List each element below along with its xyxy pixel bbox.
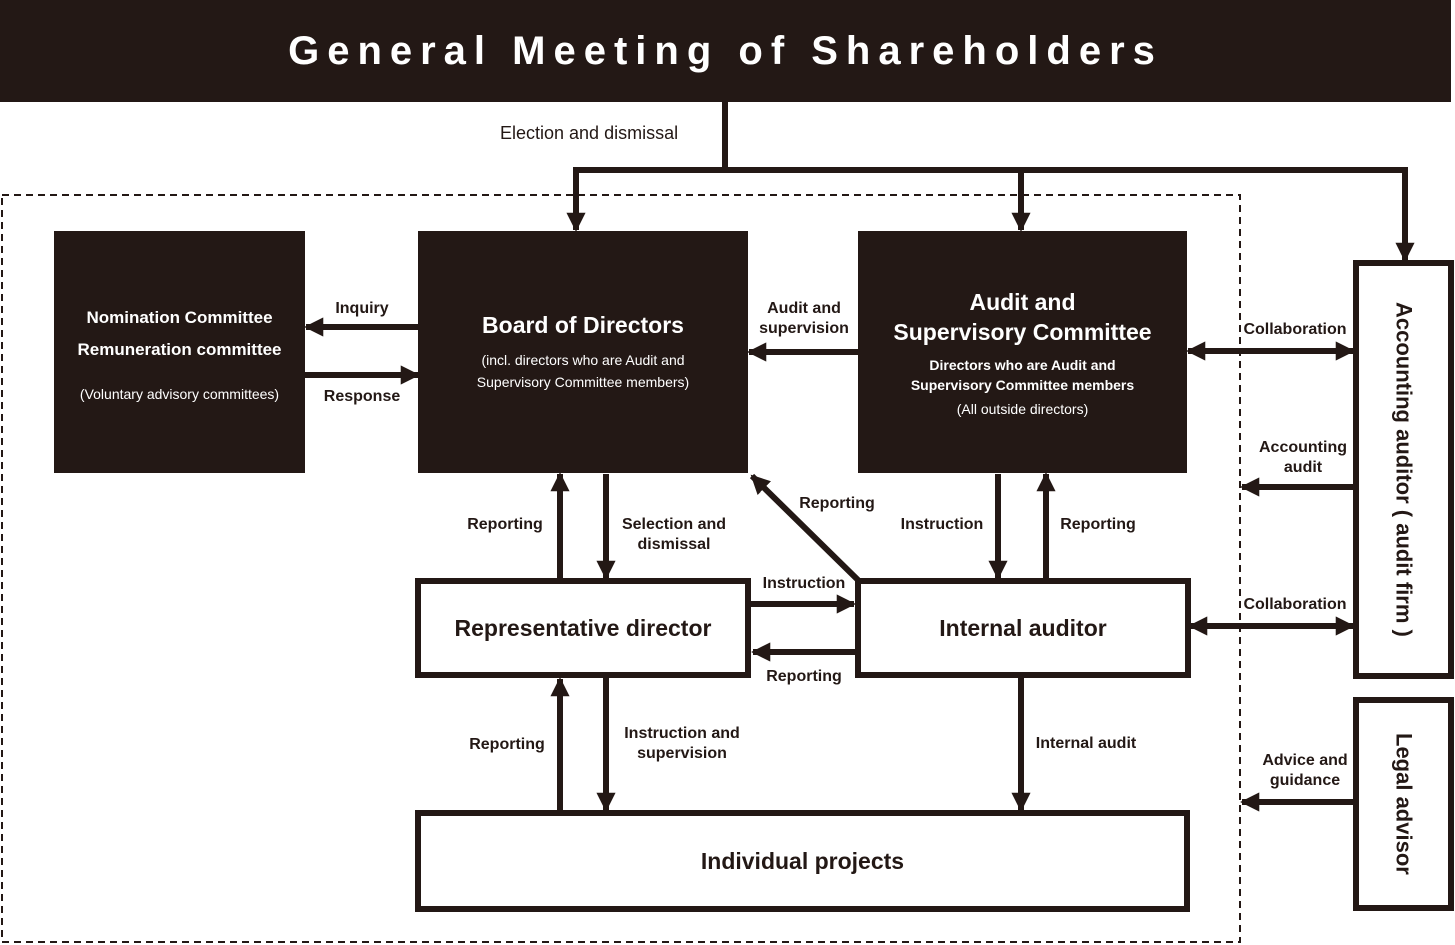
label-audit-supervision-1: Audit and: [767, 300, 841, 317]
audit-committee-note: (All outside directors): [956, 401, 1089, 417]
label-election: Election and dismissal: [500, 123, 679, 143]
label-reporting-board-left: Reporting: [467, 516, 543, 533]
audit-committee-title-2: Supervisory Committee: [893, 319, 1152, 345]
accounting-auditor-box[interactable]: Accounting auditor ( audit firm ): [1353, 260, 1454, 679]
label-internal-audit: Internal audit: [1035, 735, 1137, 752]
audit-committee-sub-2: Supervisory Committee members: [910, 377, 1135, 393]
label-instr-super-2: supervision: [637, 745, 727, 762]
legal-advisor-box[interactable]: Legal advisor: [1353, 697, 1454, 911]
board-title: Board of Directors: [482, 311, 684, 338]
label-reporting-diag: Reporting: [799, 495, 875, 512]
board-note-2: Supervisory Committee members): [476, 373, 690, 390]
label-selection-1: Selection and: [621, 516, 727, 533]
label-advice-2: guidance: [1269, 772, 1341, 789]
nomination-note: (Voluntary advisory committees): [79, 386, 280, 402]
label-reporting-mid: Reporting: [766, 668, 842, 685]
label-advice: Advice and guidance: [1250, 751, 1360, 791]
audit-committee-box[interactable]: Audit and Supervisory Committee Director…: [858, 231, 1187, 473]
label-response: Response: [323, 388, 401, 405]
label-instr-super-1: Instruction and: [624, 725, 740, 742]
label-inquiry: Inquiry: [335, 300, 389, 317]
internal-auditor-box[interactable]: Internal auditor: [855, 578, 1191, 678]
label-audit-supervision: Audit and supervision: [750, 299, 858, 339]
label-reporting-ac: Reporting: [1060, 516, 1136, 533]
label-instr-super: Instruction and supervision: [616, 724, 748, 764]
accounting-auditor-title: Accounting auditor ( audit firm ): [1391, 302, 1417, 637]
nomination-committee-box[interactable]: Nomination Committee Remuneration commit…: [54, 231, 305, 473]
projects-title: Individual projects: [700, 847, 905, 874]
label-accounting-audit-2: audit: [1283, 459, 1323, 476]
label-instruction-ac: Instruction: [900, 516, 984, 533]
company-boundary: [1, 194, 1241, 943]
general-meeting-header: General Meeting of Shareholders: [0, 0, 1451, 102]
label-advice-1: Advice and: [1262, 752, 1348, 769]
label-audit-supervision-2: supervision: [759, 320, 849, 337]
legal-advisor-title: Legal advisor: [1391, 733, 1417, 875]
board-note-1: (incl. directors who are Audit and: [481, 351, 685, 368]
label-collaboration-top: Collaboration: [1243, 321, 1347, 338]
audit-committee-sub-1: Directors who are Audit and: [929, 357, 1116, 373]
general-meeting-title: General Meeting of Shareholders: [288, 28, 1163, 73]
label-reporting-proj: Reporting: [469, 736, 545, 753]
individual-projects-box[interactable]: Individual projects: [415, 810, 1190, 912]
nomination-line2: Remuneration committee: [77, 340, 282, 359]
label-accounting-audit-1: Accounting: [1259, 439, 1347, 456]
internal-auditor-title: Internal auditor: [939, 614, 1107, 641]
label-collaboration-mid: Collaboration: [1243, 596, 1347, 613]
nomination-line1: Nomination Committee: [86, 308, 273, 327]
rep-director-title: Representative director: [454, 614, 712, 641]
label-accounting-audit: Accounting audit: [1248, 438, 1358, 478]
reporting-diag-arrow: [749, 473, 861, 583]
board-of-directors-box[interactable]: Board of Directors (incl. directors who …: [418, 231, 748, 473]
audit-committee-title-1: Audit and: [969, 289, 1076, 315]
label-selection: Selection and dismissal: [614, 515, 734, 555]
label-instruction-mid: Instruction: [762, 575, 846, 592]
label-selection-2: dismissal: [637, 536, 711, 553]
representative-director-box[interactable]: Representative director: [415, 578, 751, 678]
